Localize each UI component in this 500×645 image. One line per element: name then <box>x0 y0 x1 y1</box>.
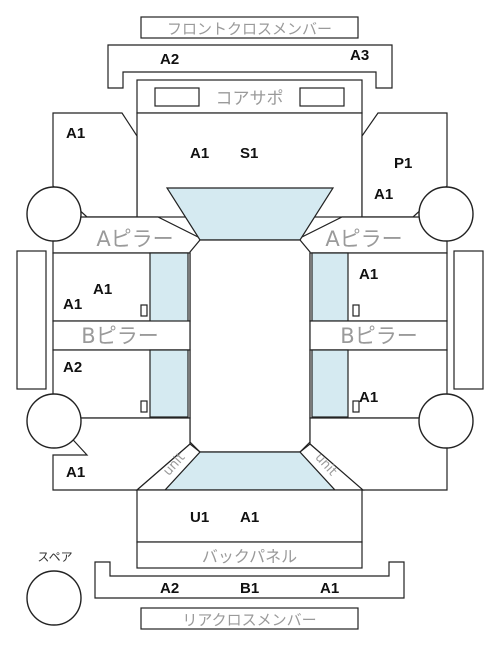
back-panel[interactable] <box>136 541 363 569</box>
spare-label: スペア <box>37 550 72 564</box>
left-rear-glass[interactable] <box>149 349 189 418</box>
code-trunk-1: U1 <box>190 509 209 526</box>
right-front-door-handle <box>352 304 360 317</box>
roof-panel[interactable] <box>189 239 311 453</box>
b-pillar-right-panel[interactable] <box>309 320 448 351</box>
front-member-panel[interactable] <box>107 44 393 89</box>
code-left-front-fender: A1 <box>66 125 85 142</box>
code-rear-member-2: B1 <box>240 580 259 597</box>
left-front-door-handle <box>140 304 148 317</box>
code-rear-member-1: A2 <box>160 580 179 597</box>
rear-cross-member-label: リアクロスメンバー <box>182 611 316 629</box>
front-cross-member-box[interactable] <box>140 16 359 39</box>
right-rear-door-handle <box>352 400 360 413</box>
b-pillar-left-label: Bピラー <box>81 324 158 348</box>
rear-cross-member-box[interactable] <box>140 607 359 630</box>
spare-tire[interactable] <box>26 570 82 626</box>
code-right-front-fender-1: P1 <box>394 155 412 172</box>
headlight-left <box>154 87 200 107</box>
headlight-right <box>299 87 345 107</box>
code-right-rear-door: A1 <box>359 389 378 406</box>
code-left-rear-fender: A1 <box>66 464 85 481</box>
left-side-sill[interactable] <box>16 250 47 390</box>
rear-left-wheel[interactable] <box>26 393 82 449</box>
code-rear-member-3: A1 <box>320 580 339 597</box>
code-hood-2: S1 <box>240 145 258 162</box>
code-front-member-left: A2 <box>160 51 179 68</box>
front-right-wheel[interactable] <box>418 186 474 242</box>
rear-right-wheel[interactable] <box>418 393 474 449</box>
core-support-label: コアサポ <box>216 89 284 109</box>
code-trunk-2: A1 <box>240 509 259 526</box>
code-right-front-door: A1 <box>359 266 378 283</box>
code-hood-1: A1 <box>190 145 209 162</box>
left-rear-fender-panel[interactable] <box>51 417 191 491</box>
trunk-panel[interactable] <box>136 489 363 543</box>
code-front-member-right: A3 <box>350 47 369 64</box>
code-left-front-door-1: A1 <box>93 281 112 298</box>
windshield[interactable] <box>165 187 335 241</box>
code-left-front-door-2: A1 <box>63 296 82 313</box>
rear-member-panel[interactable] <box>94 561 405 599</box>
b-pillar-left-panel[interactable] <box>52 320 191 351</box>
left-rear-door-handle <box>140 400 148 413</box>
front-cross-member-label: フロントクロスメンバー <box>167 20 332 38</box>
a-pillar-right-label: Aピラー <box>325 227 402 251</box>
code-right-front-fender-2: A1 <box>374 186 393 203</box>
a-pillar-left-label: Aピラー <box>96 227 173 251</box>
code-left-rear-door: A2 <box>63 359 82 376</box>
front-left-wheel[interactable] <box>26 186 82 242</box>
back-panel-label: バックパネル <box>202 547 297 566</box>
right-rear-glass[interactable] <box>311 349 349 418</box>
right-side-sill[interactable] <box>453 250 484 390</box>
right-side-glass[interactable] <box>311 252 349 322</box>
b-pillar-right-label: Bピラー <box>340 324 417 348</box>
